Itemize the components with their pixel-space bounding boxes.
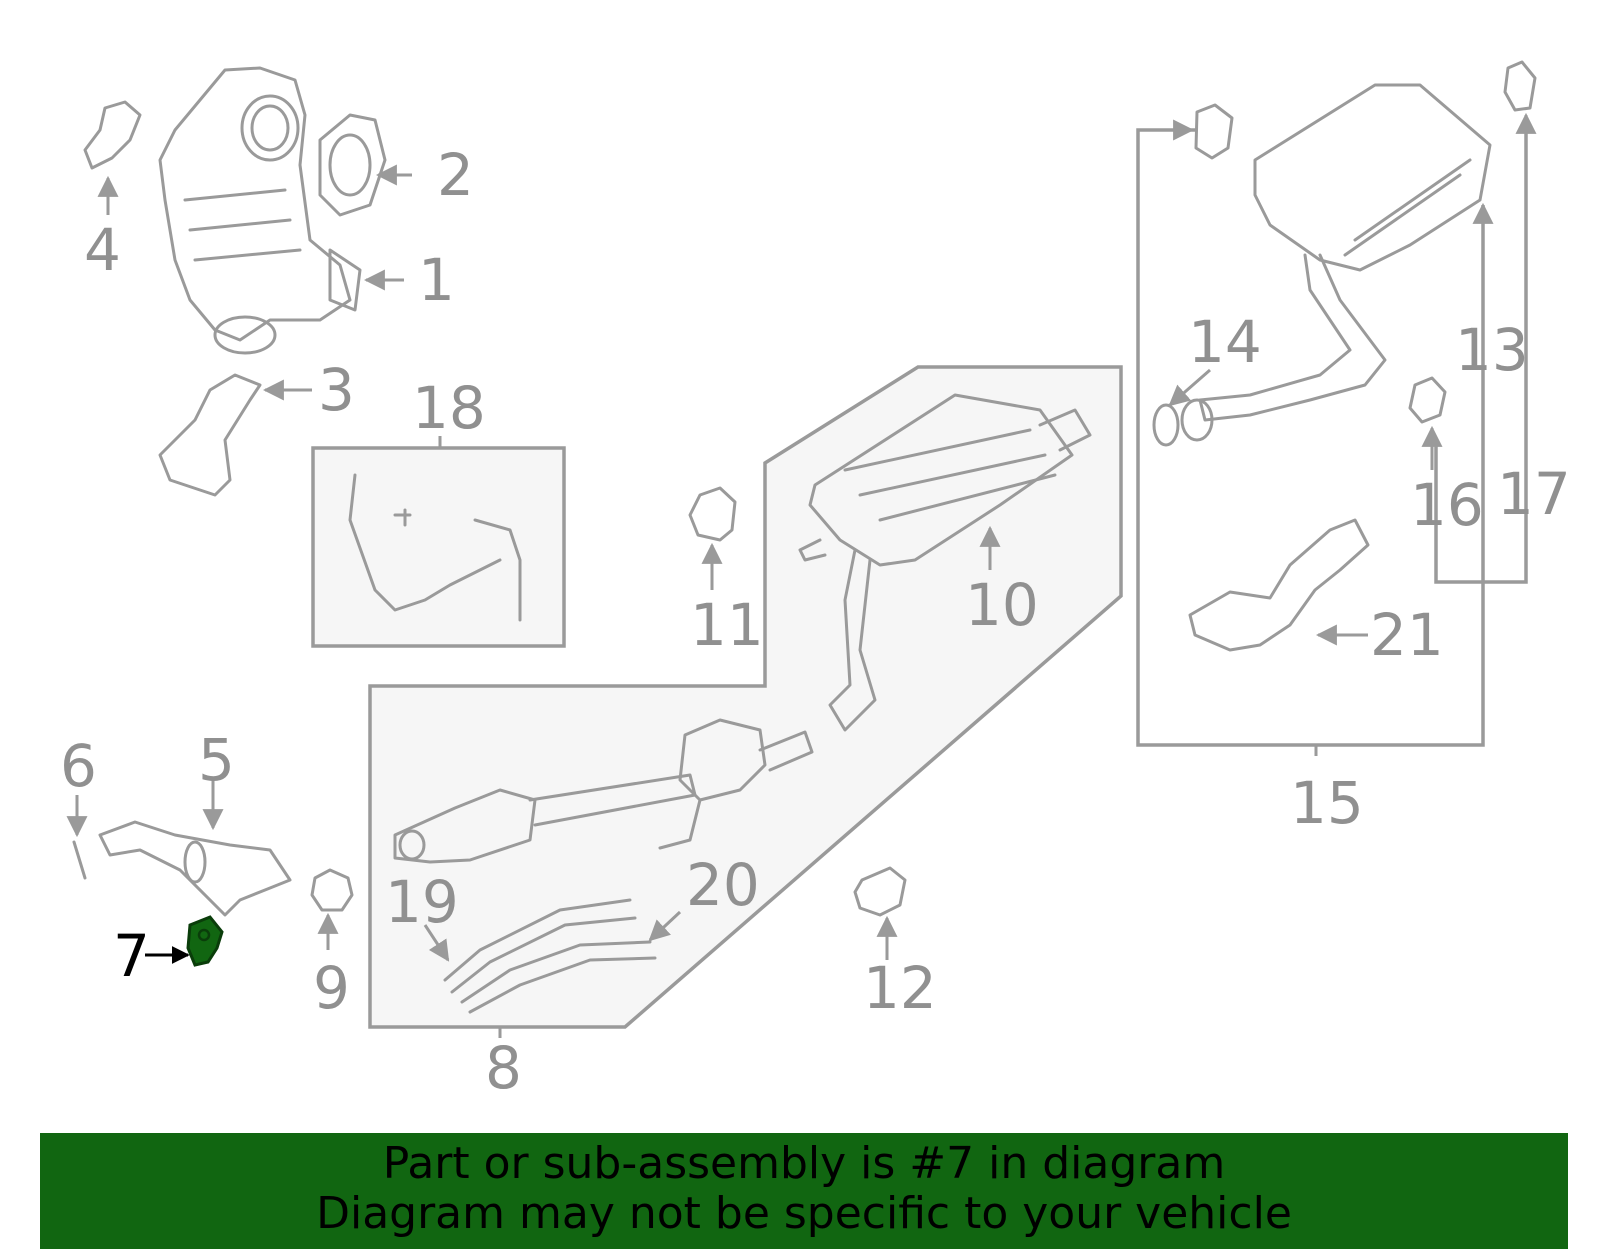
callout-7: 7 <box>113 922 150 990</box>
callout-16: 16 <box>1410 471 1484 539</box>
callout-4: 4 <box>84 216 121 284</box>
assembly-18-outline <box>311 446 566 648</box>
hanger-part <box>83 100 142 170</box>
hanger-11-part <box>688 486 737 542</box>
callout-18: 18 <box>412 374 486 442</box>
callout-21: 21 <box>1370 601 1444 669</box>
front-pipe-part <box>98 820 292 917</box>
callout-9: 9 <box>313 954 350 1022</box>
callout-3: 3 <box>318 356 355 424</box>
gasket-ring-part <box>72 840 87 880</box>
callout-19: 19 <box>385 868 459 936</box>
notice-line-2: Diagram may not be specific to your vehi… <box>316 1188 1292 1239</box>
callout-6: 6 <box>60 732 97 800</box>
bracket-part <box>158 373 262 497</box>
callout-8: 8 <box>485 1034 522 1102</box>
callout-2: 2 <box>437 141 474 209</box>
oxygen-sensor-part <box>348 473 522 622</box>
hanger-upper-part <box>1194 103 1234 160</box>
notice-banner: Part or sub-assembly is #7 in diagram Di… <box>40 1133 1568 1249</box>
intermediate-pipe-part <box>393 718 814 864</box>
callout-10: 10 <box>965 571 1039 639</box>
callout-20: 20 <box>686 851 760 919</box>
hanger-16-part <box>1408 376 1447 424</box>
callout-17: 17 <box>1497 460 1571 528</box>
clamp-12-part <box>853 866 907 917</box>
assembly-8-outline <box>368 365 1123 1029</box>
catalytic-converter-part <box>158 66 362 355</box>
callout-5: 5 <box>198 726 235 794</box>
callout-1: 1 <box>418 246 455 314</box>
gasket-14-part <box>1152 403 1180 447</box>
pipe-20-part <box>460 940 657 1014</box>
rear-muffler-part <box>1198 83 1492 422</box>
highlighted-hanger-part <box>186 915 224 967</box>
callout-12: 12 <box>863 954 937 1022</box>
callout-14: 14 <box>1188 308 1262 376</box>
callout-15: 15 <box>1290 769 1364 837</box>
callout-13: 13 <box>1455 316 1529 384</box>
flange-gasket-part <box>310 868 354 912</box>
pipe-19-part <box>443 898 637 994</box>
heat-shield-part <box>1188 518 1370 652</box>
callout-11: 11 <box>690 591 764 659</box>
center-muffler-part <box>798 393 1092 732</box>
hanger-17-part <box>1503 60 1537 112</box>
gasket-part <box>318 113 387 217</box>
notice-line-1: Part or sub-assembly is #7 in diagram <box>382 1138 1226 1189</box>
